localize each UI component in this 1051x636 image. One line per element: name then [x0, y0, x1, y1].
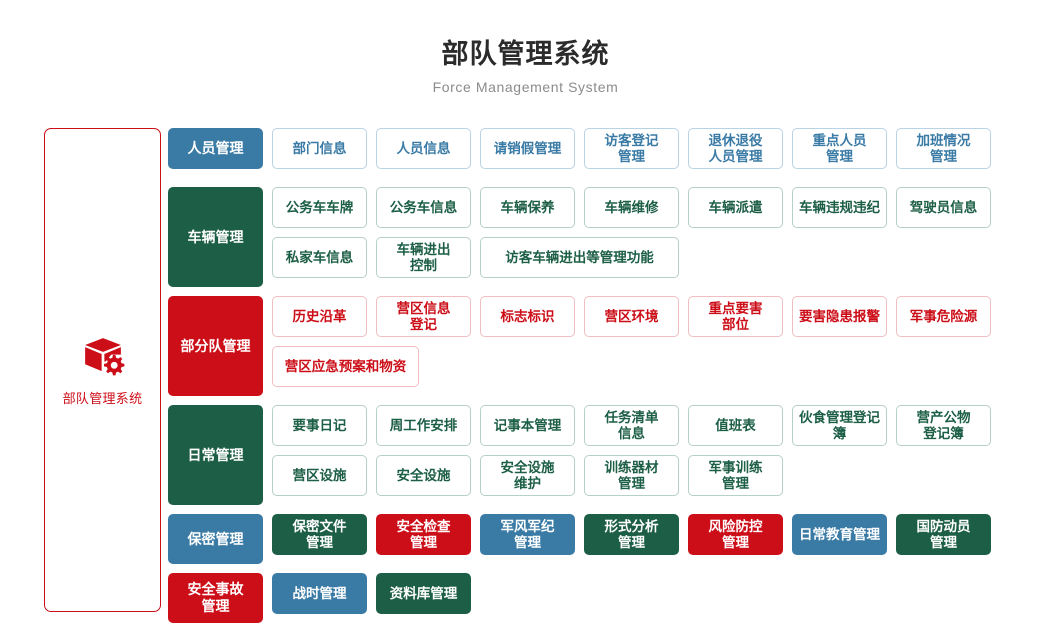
module-row: 部分队管理历史沿革营区信息 登记标志标识营区环境重点要害 部位要害隐患报警军事危… — [168, 296, 1048, 396]
module-item[interactable]: 日常教育管理 — [792, 514, 887, 555]
module-item[interactable]: 公务车车牌 — [272, 187, 367, 228]
content-area: 部队管理系统 人员管理部门信息人员信息请销假管理访客登记 管理退休退役 人员管理… — [0, 128, 1051, 623]
module-item-list: 要事日记周工作安排记事本管理任务清单 信息值班表伙食管理登记簿营产公物 登记簿营… — [272, 405, 1048, 505]
module-item[interactable]: 要害隐患报警 — [792, 296, 887, 337]
module-item[interactable]: 国防动员 管理 — [896, 514, 991, 555]
module-item[interactable]: 形式分析 管理 — [584, 514, 679, 555]
module-row: 保密管理保密文件 管理安全检查 管理军风军纪 管理形式分析 管理风险防控 管理日… — [168, 514, 1048, 564]
module-item-list: 历史沿革营区信息 登记标志标识营区环境重点要害 部位要害隐患报警军事危险源营区应… — [272, 296, 1048, 396]
module-item-list: 战时管理资料库管理 — [272, 573, 1048, 623]
module-item[interactable]: 私家车信息 — [272, 237, 367, 278]
module-item[interactable]: 营区应急预案和物资 — [272, 346, 419, 387]
module-item[interactable]: 记事本管理 — [480, 405, 575, 446]
module-item[interactable]: 人员信息 — [376, 128, 471, 169]
module-item[interactable]: 安全设施 — [376, 455, 471, 496]
page-header: 部队管理系统 Force Management System — [0, 0, 1051, 96]
module-item[interactable]: 车辆违规违纪 — [792, 187, 887, 228]
module-item[interactable]: 历史沿革 — [272, 296, 367, 337]
module-item[interactable]: 值班表 — [688, 405, 783, 446]
module-item[interactable]: 安全检查 管理 — [376, 514, 471, 555]
module-item[interactable]: 营区信息 登记 — [376, 296, 471, 337]
category-tile[interactable]: 保密管理 — [168, 514, 263, 564]
sidebar-system-label: 部队管理系统 — [62, 390, 143, 406]
module-item[interactable]: 车辆派遣 — [688, 187, 783, 228]
category-tile[interactable]: 安全事故 管理 — [168, 573, 263, 623]
module-item[interactable]: 安全设施 维护 — [480, 455, 575, 496]
category-tile[interactable]: 部分队管理 — [168, 296, 263, 396]
module-item[interactable]: 训练器材 管理 — [584, 455, 679, 496]
module-item[interactable]: 营区设施 — [272, 455, 367, 496]
module-item[interactable]: 伙食管理登记簿 — [792, 405, 887, 446]
module-row: 日常管理要事日记周工作安排记事本管理任务清单 信息值班表伙食管理登记簿营产公物 … — [168, 405, 1048, 505]
module-grid: 人员管理部门信息人员信息请销假管理访客登记 管理退休退役 人员管理重点人员 管理… — [168, 128, 1048, 623]
module-row: 车辆管理公务车车牌公务车信息车辆保养车辆维修车辆派遣车辆违规违纪驾驶员信息私家车… — [168, 187, 1048, 287]
page-subtitle: Force Management System — [432, 79, 619, 95]
module-item-list: 公务车车牌公务车信息车辆保养车辆维修车辆派遣车辆违规违纪驾驶员信息私家车信息车辆… — [272, 187, 1048, 287]
module-item[interactable]: 军事训练 管理 — [688, 455, 783, 496]
module-item[interactable]: 任务清单 信息 — [584, 405, 679, 446]
module-item[interactable]: 驾驶员信息 — [896, 187, 991, 228]
module-item[interactable]: 要事日记 — [272, 405, 367, 446]
module-item[interactable]: 周工作安排 — [376, 405, 471, 446]
module-item[interactable]: 营产公物 登记簿 — [896, 405, 991, 446]
category-tile[interactable]: 人员管理 — [168, 128, 263, 169]
module-item[interactable]: 车辆进出 控制 — [376, 237, 471, 278]
module-item[interactable]: 请销假管理 — [480, 128, 575, 169]
module-item[interactable]: 重点人员 管理 — [792, 128, 887, 169]
module-row: 安全事故 管理战时管理资料库管理 — [168, 573, 1048, 623]
module-item[interactable]: 风险防控 管理 — [688, 514, 783, 555]
module-item[interactable]: 战时管理 — [272, 573, 367, 614]
module-item[interactable]: 公务车信息 — [376, 187, 471, 228]
module-item[interactable]: 车辆保养 — [480, 187, 575, 228]
module-item[interactable]: 军事危险源 — [896, 296, 991, 337]
module-item[interactable]: 访客登记 管理 — [584, 128, 679, 169]
module-item[interactable]: 保密文件 管理 — [272, 514, 367, 555]
module-item-list: 部门信息人员信息请销假管理访客登记 管理退休退役 人员管理重点人员 管理加班情况… — [272, 128, 1048, 178]
module-item[interactable]: 资料库管理 — [376, 573, 471, 614]
module-item[interactable]: 访客车辆进出等管理功能 — [480, 237, 679, 278]
module-item[interactable]: 营区环境 — [584, 296, 679, 337]
module-item[interactable]: 军风军纪 管理 — [480, 514, 575, 555]
module-item[interactable]: 车辆维修 — [584, 187, 679, 228]
box-gear-icon — [81, 334, 125, 378]
module-row: 人员管理部门信息人员信息请销假管理访客登记 管理退休退役 人员管理重点人员 管理… — [168, 128, 1048, 178]
page-title: 部队管理系统 — [441, 39, 610, 69]
sidebar-system-panel[interactable]: 部队管理系统 — [44, 128, 161, 612]
module-item[interactable]: 标志标识 — [480, 296, 575, 337]
module-item-list: 保密文件 管理安全检查 管理军风军纪 管理形式分析 管理风险防控 管理日常教育管… — [272, 514, 1048, 564]
category-tile[interactable]: 日常管理 — [168, 405, 263, 505]
module-item[interactable]: 加班情况 管理 — [896, 128, 991, 169]
module-item[interactable]: 退休退役 人员管理 — [688, 128, 783, 169]
category-tile[interactable]: 车辆管理 — [168, 187, 263, 287]
module-item[interactable]: 部门信息 — [272, 128, 367, 169]
module-item[interactable]: 重点要害 部位 — [688, 296, 783, 337]
